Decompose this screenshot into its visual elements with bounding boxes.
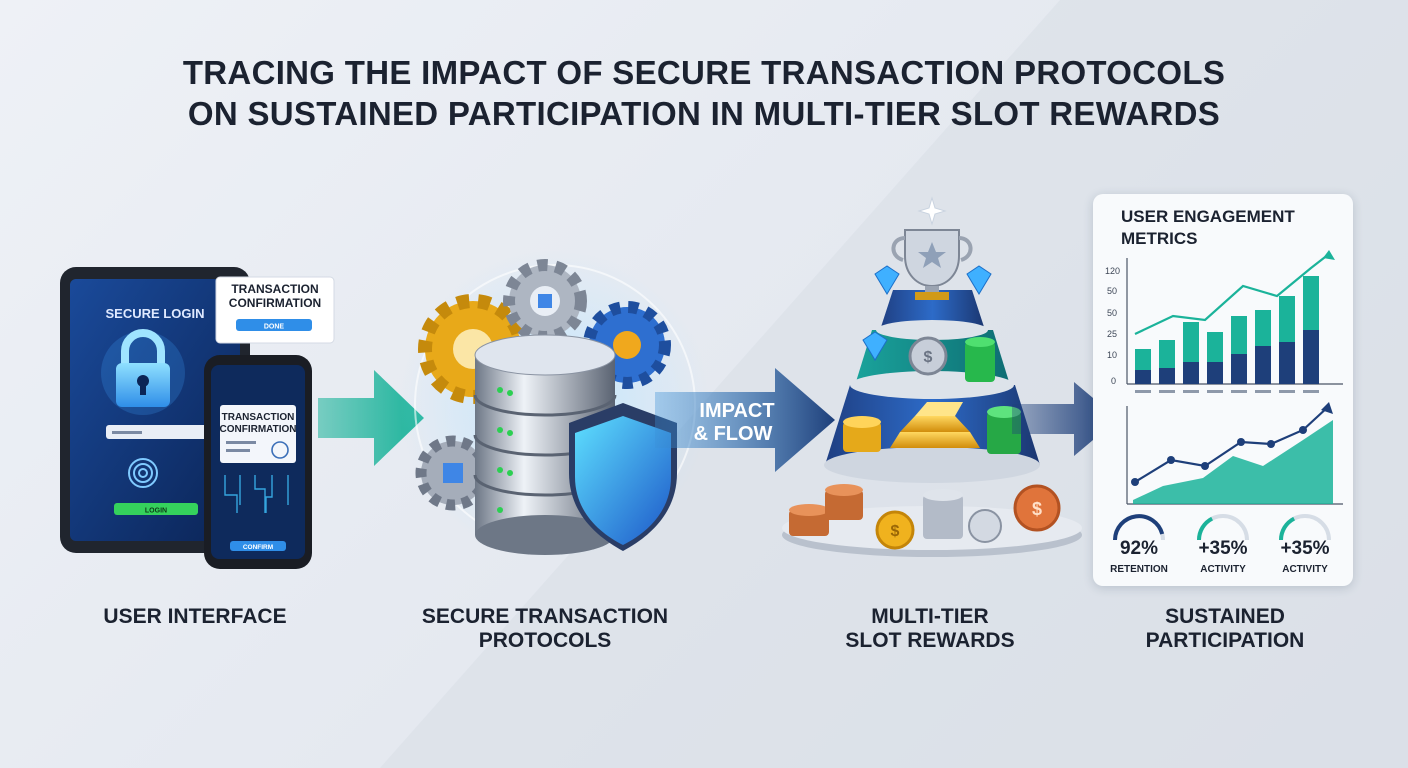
bar-5 [1231, 316, 1247, 384]
kpi-activity-2: +35% ACTIVITY [1278, 514, 1331, 575]
stage-4-line-1: SUSTAINED [1165, 605, 1285, 628]
y-tick-3: 50 [1107, 308, 1117, 318]
copper-coin-icon: $ [1013, 484, 1061, 532]
phone-confirm-button[interactable]: CONFIRM [230, 541, 286, 551]
gold-coin-stack [843, 416, 881, 452]
bar-2 [1159, 340, 1175, 384]
trend-line-up [1134, 253, 1330, 335]
tablet-login-button[interactable]: LOGIN [114, 503, 198, 515]
title-line-2: ON SUSTAINED PARTICIPATION IN MULTI-TIER… [187, 95, 1221, 132]
y-tick-2: 50 [1107, 286, 1117, 296]
circuit-lines [224, 475, 289, 513]
sparkle-icon [917, 196, 947, 226]
popup-title-line-1: TRANSACTION [231, 282, 318, 296]
silver-gear-icon [503, 259, 587, 343]
y-tick-1: 120 [1105, 266, 1120, 276]
silver-coin-stack [923, 489, 1002, 543]
diamond-icon [862, 265, 992, 361]
tablet-login-button-label: LOGIN [145, 508, 167, 515]
trend-arrow-head [1323, 250, 1335, 260]
kpi-retention: 92% RETENTION [1110, 514, 1168, 575]
stage-3-line-2: SLOT REWARDS [845, 629, 1015, 652]
engagement-metrics-card: USER ENGAGEMENT METRICS 120 50 50 25 10 … [1093, 194, 1353, 586]
bronze-coin-stack [789, 484, 863, 536]
lock-icon [101, 329, 185, 415]
green-coin-stack [965, 337, 995, 382]
metrics-title-line-2: METRICS [1121, 229, 1198, 248]
stage-3-line-1: MULTI-TIER [871, 605, 989, 628]
kpi-value-2: +35% [1198, 538, 1247, 559]
bar-4 [1207, 332, 1223, 384]
svg-text:$: $ [891, 523, 900, 540]
phone-confirm-button-label: CONFIRM [243, 544, 273, 551]
flow-arrow-3 [1012, 382, 1118, 456]
page-title: TRACING THE IMPACT OF SECURE TRANSACTION… [0, 52, 1408, 134]
metrics-title-line-1: USER ENGAGEMENT [1121, 207, 1295, 226]
popup-done-button-label: DONE [264, 324, 285, 331]
y-tick-4: 25 [1107, 329, 1117, 339]
popup-done-button[interactable]: DONE [236, 319, 312, 331]
impact-flow-arrow: IMPACT & FLOW [655, 368, 835, 472]
bar-chart: 120 50 50 25 10 0 [1105, 250, 1343, 393]
password-field[interactable] [106, 425, 216, 439]
stage-label-rewards: MULTI-TIER SLOT REWARDS [810, 605, 1050, 653]
kpi-label-1: RETENTION [1110, 564, 1168, 575]
fingerprint-icon [128, 458, 158, 488]
silver-coin-icon: $ [908, 336, 948, 376]
secure-protocols-illustration [400, 250, 710, 560]
stage-label-secure-protocols: SECURE TRANSACTION PROTOCOLS [405, 605, 685, 653]
title-line-1: TRACING THE IMPACT OF SECURE TRANSACTION… [182, 54, 1226, 91]
bar-3 [1183, 322, 1199, 384]
y-tick-6: 0 [1111, 376, 1116, 386]
gold-coin-icon: $ [875, 510, 915, 550]
kpi-label-2: ACTIVITY [1200, 564, 1246, 575]
phone-title-line-2: CONFIRMATION [219, 424, 296, 435]
kpi-value-1: 92% [1120, 538, 1158, 559]
kpi-value-3: +35% [1280, 538, 1329, 559]
phone-title-line-1: TRANSACTION [222, 412, 295, 423]
stage-label-participation: SUSTAINED PARTICIPATION [1105, 605, 1345, 653]
stage-1-line-1: USER INTERFACE [103, 605, 287, 628]
svg-text:$: $ [924, 349, 933, 366]
bar-6 [1255, 310, 1271, 384]
tablet-title: SECURE LOGIN [106, 306, 205, 321]
stage-2-line-2: PROTOCOLS [478, 629, 612, 652]
left-gear-icon [415, 435, 491, 511]
phone-fingerprint-icon [271, 441, 289, 459]
tablet: SECURE LOGIN LOGIN [60, 267, 250, 553]
bar-1 [1135, 349, 1151, 384]
bar-7 [1279, 296, 1295, 384]
kpi-activity-1: +35% ACTIVITY [1196, 514, 1249, 575]
kpi-label-3: ACTIVITY [1282, 564, 1328, 575]
x-tick-marks [1135, 390, 1319, 393]
y-tick-5: 10 [1107, 350, 1117, 360]
transaction-confirmation-popup: TRANSACTION CONFIRMATION DONE [215, 276, 335, 344]
area-chart [1126, 402, 1343, 505]
smartphone: TRANSACTION CONFIRMATION CONFIRM [204, 355, 312, 569]
shield-icon [569, 403, 677, 551]
svg-text:$: $ [1032, 499, 1042, 519]
popup-title-line-2: CONFIRMATION [229, 296, 321, 310]
impact-flow-line-1: IMPACT [699, 400, 774, 422]
gold-bars-icon [890, 402, 980, 448]
user-interface-illustration: SECURE LOGIN LOGIN TRANSACTION CONFIRMAT… [60, 267, 335, 569]
stage-2-line-1: SECURE TRANSACTION [421, 605, 669, 628]
flow-arrow-1 [318, 370, 424, 466]
rewards-tier-illustration: $ $ $ [782, 196, 1082, 557]
stage-label-user-interface: USER INTERFACE [70, 605, 320, 629]
bar-8 [1303, 276, 1319, 384]
impact-flow-line-2: & FLOW [694, 423, 773, 445]
trophy-icon [891, 229, 973, 300]
stage-4-line-2: PARTICIPATION [1145, 629, 1305, 652]
engagement-metrics-svg: USER ENGAGEMENT METRICS 120 50 50 25 10 … [1105, 207, 1343, 575]
